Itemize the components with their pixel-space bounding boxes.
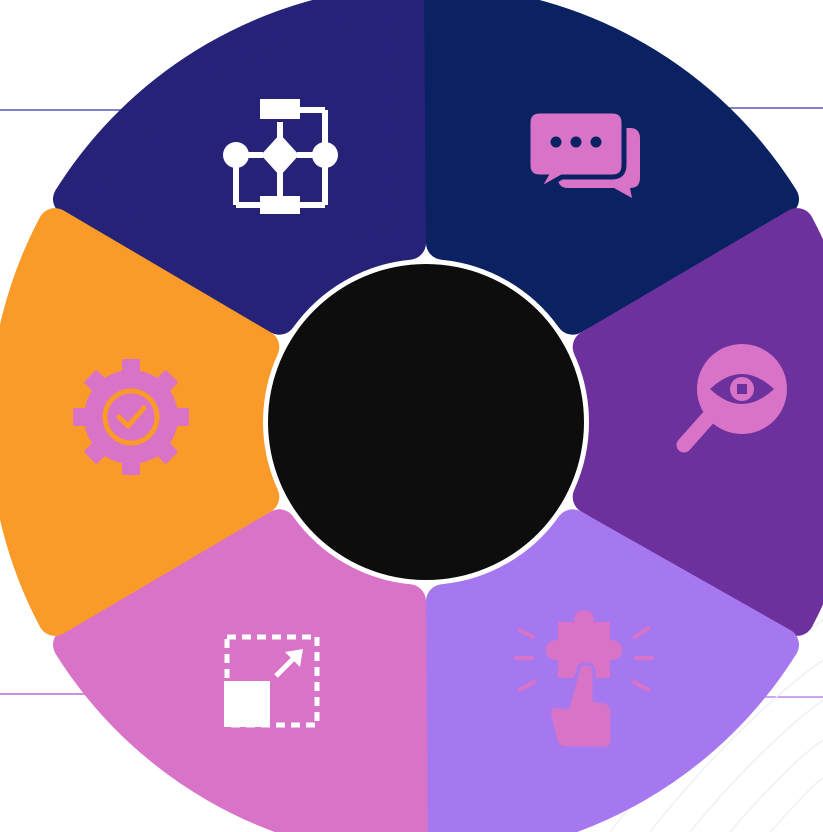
center-circle	[268, 264, 584, 580]
background-arc	[649, 659, 823, 832]
background-arc	[689, 699, 823, 832]
background-arc	[769, 777, 823, 832]
background-arc	[729, 739, 823, 832]
